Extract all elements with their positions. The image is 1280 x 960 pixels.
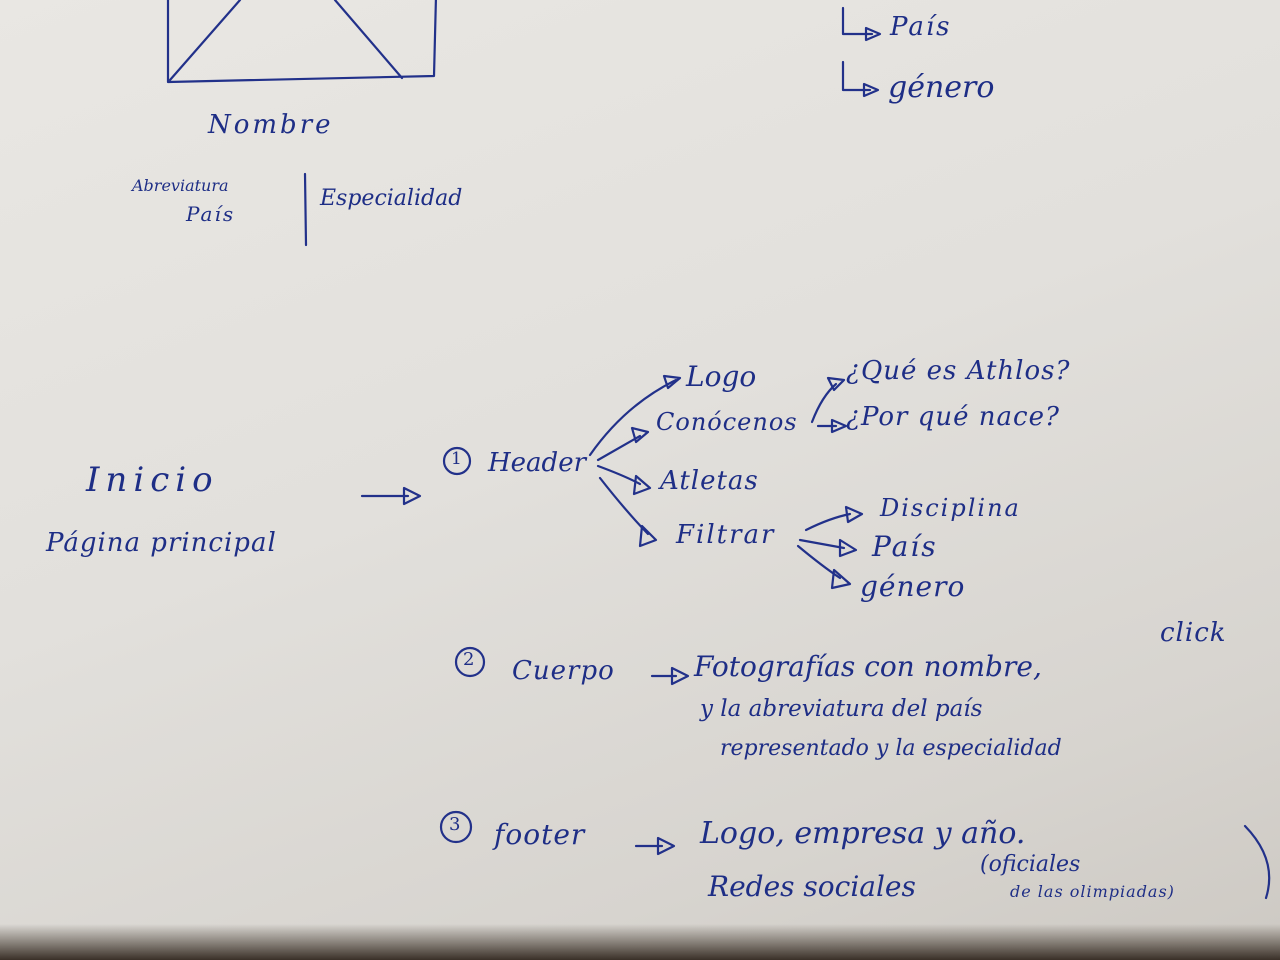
header-item-logo: Logo	[686, 360, 757, 393]
conocenos-que-es: ¿Qué es Athlos?	[846, 356, 1071, 386]
body-click-note: click	[1160, 618, 1227, 648]
body-label: Cuerpo	[512, 656, 615, 686]
footer-label: footer	[494, 818, 586, 851]
top-arrow-2	[841, 60, 872, 92]
branch-filtrar	[598, 476, 650, 536]
footer-bracket	[1243, 824, 1271, 900]
header-item-atletas: Atletas	[660, 466, 759, 496]
header-number: 1	[451, 449, 462, 469]
circle-2	[454, 646, 486, 678]
branch-conocenos	[596, 434, 642, 462]
card-divider	[303, 172, 308, 247]
body-line-3: representado y la especialidad	[720, 736, 1062, 761]
body-line-2: y la abreviatura del país	[700, 696, 983, 722]
card-specialty-label: Especialidad	[320, 186, 463, 211]
card-name-label: Nombre	[208, 110, 334, 140]
body-number: 2	[463, 649, 475, 670]
table-edge-shadow	[0, 924, 1280, 960]
branch-pais	[798, 538, 846, 550]
card-abbr-label: Abreviatura	[132, 176, 229, 195]
card-image-cross-right	[333, 0, 404, 80]
top-filter-country: País	[890, 12, 952, 42]
circle-1	[442, 446, 472, 476]
filtrar-genero: género	[860, 570, 966, 603]
top-filter-gender: género	[888, 70, 995, 105]
header-item-conocenos: Conócenos	[656, 408, 798, 436]
card-image-cross-left	[168, 0, 242, 82]
branch-genero	[796, 544, 842, 580]
footer-note-top: (oficiales	[980, 852, 1081, 877]
filtrar-disciplina: Disciplina	[880, 494, 1021, 522]
footer-line-1: Logo, empresa y año.	[700, 816, 1026, 851]
footer-number: 3	[449, 814, 461, 835]
header-label: Header	[488, 448, 587, 478]
branch-que-es	[810, 382, 838, 424]
pagina-principal-label: Página principal	[46, 528, 277, 558]
footer-line-2: Redes sociales	[708, 870, 916, 903]
header-item-filtrar: Filtrar	[676, 520, 776, 550]
footer-note-bottom: de las olimpiadas)	[1010, 882, 1175, 901]
circle-3	[439, 810, 473, 844]
card-image-box	[166, 0, 438, 84]
filtrar-pais: País	[872, 530, 938, 563]
top-arrow-1	[841, 6, 874, 36]
branch-disciplina	[804, 512, 852, 532]
card-country-label: País	[186, 202, 236, 226]
branch-logo	[588, 378, 678, 457]
branch-atletas	[596, 464, 642, 486]
body-line-1: Fotografías con nombre,	[694, 650, 1042, 683]
inicio-label: Inicio	[86, 460, 219, 500]
conocenos-por-que: ¿Por qué nace?	[846, 402, 1060, 432]
